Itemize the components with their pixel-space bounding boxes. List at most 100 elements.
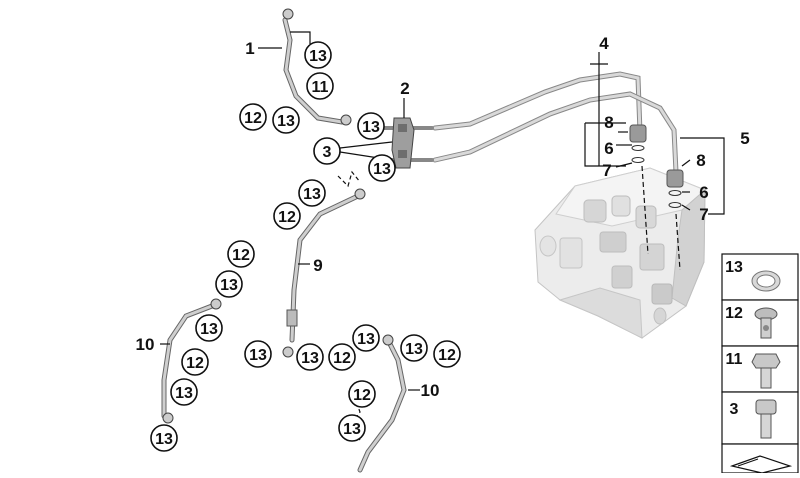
callout-c13g: 13: [195, 314, 223, 342]
callout-number: 2: [400, 79, 409, 98]
callout-number: 8: [604, 113, 613, 132]
callout-c12f: 12: [433, 340, 461, 368]
callout-number: 11: [312, 79, 329, 96]
callout-circle: [170, 378, 198, 406]
callout-circle: [400, 334, 428, 362]
callout-c12g: 12: [348, 380, 376, 408]
callout-number: 12: [333, 350, 351, 367]
callout-circle: [338, 414, 366, 442]
callout-number: 8: [696, 151, 705, 170]
callout-c3: 3: [313, 137, 341, 165]
callout-number: 3: [323, 144, 332, 161]
callout-c12a: 12: [239, 103, 267, 131]
brake-hose-10-left: [161, 298, 222, 424]
callout-c10b: 10: [421, 381, 440, 400]
brake-pipes: [382, 71, 679, 175]
callout-number: 13: [155, 431, 173, 448]
callout-number: 13: [220, 277, 238, 294]
callout-c13h: 13: [170, 378, 198, 406]
callout-number: 12: [278, 209, 296, 226]
callout-circle: [306, 72, 334, 100]
pipe-bracket: [391, 117, 415, 169]
callout-circle: [357, 112, 385, 140]
callout-number: 13: [362, 119, 380, 136]
hex-bolt-icon: [751, 353, 781, 389]
catalog-tag-icon: [729, 455, 793, 474]
callout-number: 12: [353, 387, 371, 404]
callout-c13e: 13: [298, 179, 326, 207]
callout-c13k: 13: [296, 343, 324, 371]
callout-number: 9: [313, 256, 322, 275]
callout-c7a: 7: [602, 161, 611, 180]
callout-number: 12: [232, 247, 250, 264]
callout-c4: 4: [599, 34, 609, 53]
callout-number: 7: [699, 205, 708, 224]
callout-c9: 9: [313, 256, 322, 275]
brake-hose-10-right: [357, 334, 407, 473]
callout-c7b: 7: [699, 205, 708, 224]
callout-c13b: 13: [272, 106, 300, 134]
callout-circle: [296, 343, 324, 371]
callout-number: 13: [303, 186, 321, 203]
callout-c12c: 12: [227, 240, 255, 268]
parts-legend: [721, 253, 799, 474]
callout-number: 6: [699, 183, 708, 202]
callout-circle: [348, 380, 376, 408]
banjo-bolt-icon: [754, 307, 778, 339]
callout-circle: [352, 324, 380, 352]
callout-number: 10: [136, 335, 155, 354]
callout-circle: [433, 340, 461, 368]
callout-c10a: 10: [136, 335, 155, 354]
callout-circle: [328, 343, 356, 371]
callout-circle: [239, 103, 267, 131]
callout-number: 12: [244, 110, 262, 127]
callout-circle: [215, 270, 243, 298]
callout-number: 13: [373, 161, 391, 178]
callout-c13m: 13: [400, 334, 428, 362]
callout-c12b: 12: [273, 202, 301, 230]
callout-number: 13: [343, 421, 361, 438]
callout-c5: 5: [740, 129, 749, 148]
callout-circle: [368, 154, 396, 182]
callout-number: 13: [405, 341, 423, 358]
sealing-ring-icon: [751, 270, 781, 292]
callout-number: 13: [249, 347, 267, 364]
callout-number: 13: [309, 48, 327, 65]
callout-number: 4: [599, 34, 609, 53]
callout-c8a: 8: [604, 113, 613, 132]
callout-c13i: 13: [150, 424, 178, 452]
callout-circle: [195, 314, 223, 342]
callout-number: 13: [175, 385, 193, 402]
abs-hydraulic-unit: [534, 167, 706, 339]
callout-circle: [150, 424, 178, 452]
callout-c13c: 13: [357, 112, 385, 140]
brake-hose-9: [282, 188, 366, 358]
callout-number: 1: [245, 39, 254, 58]
callout-c11: 11: [306, 72, 334, 100]
callout-circle: [313, 137, 341, 165]
callout-c12e: 12: [328, 343, 356, 371]
callout-circle: [273, 202, 301, 230]
callout-number: 12: [186, 355, 204, 372]
callout-number: 5: [740, 129, 749, 148]
callout-number: 7: [602, 161, 611, 180]
brake-hose-1: [282, 8, 352, 126]
callout-c13f: 13: [215, 270, 243, 298]
callout-circle: [181, 348, 209, 376]
callout-c12d: 12: [181, 348, 209, 376]
callout-c6b: 6: [699, 183, 708, 202]
callout-number: 13: [277, 113, 295, 130]
callout-number: 13: [357, 331, 375, 348]
callout-c13d: 13: [368, 154, 396, 182]
callout-circle: [304, 41, 332, 69]
callout-number: 6: [604, 139, 613, 158]
callout-c13l: 13: [352, 324, 380, 352]
valve-fittings: [629, 124, 684, 208]
callout-number: 10: [421, 381, 440, 400]
callout-circle: [227, 240, 255, 268]
callout-circle: [298, 179, 326, 207]
legend-number-13: 13: [725, 259, 743, 276]
